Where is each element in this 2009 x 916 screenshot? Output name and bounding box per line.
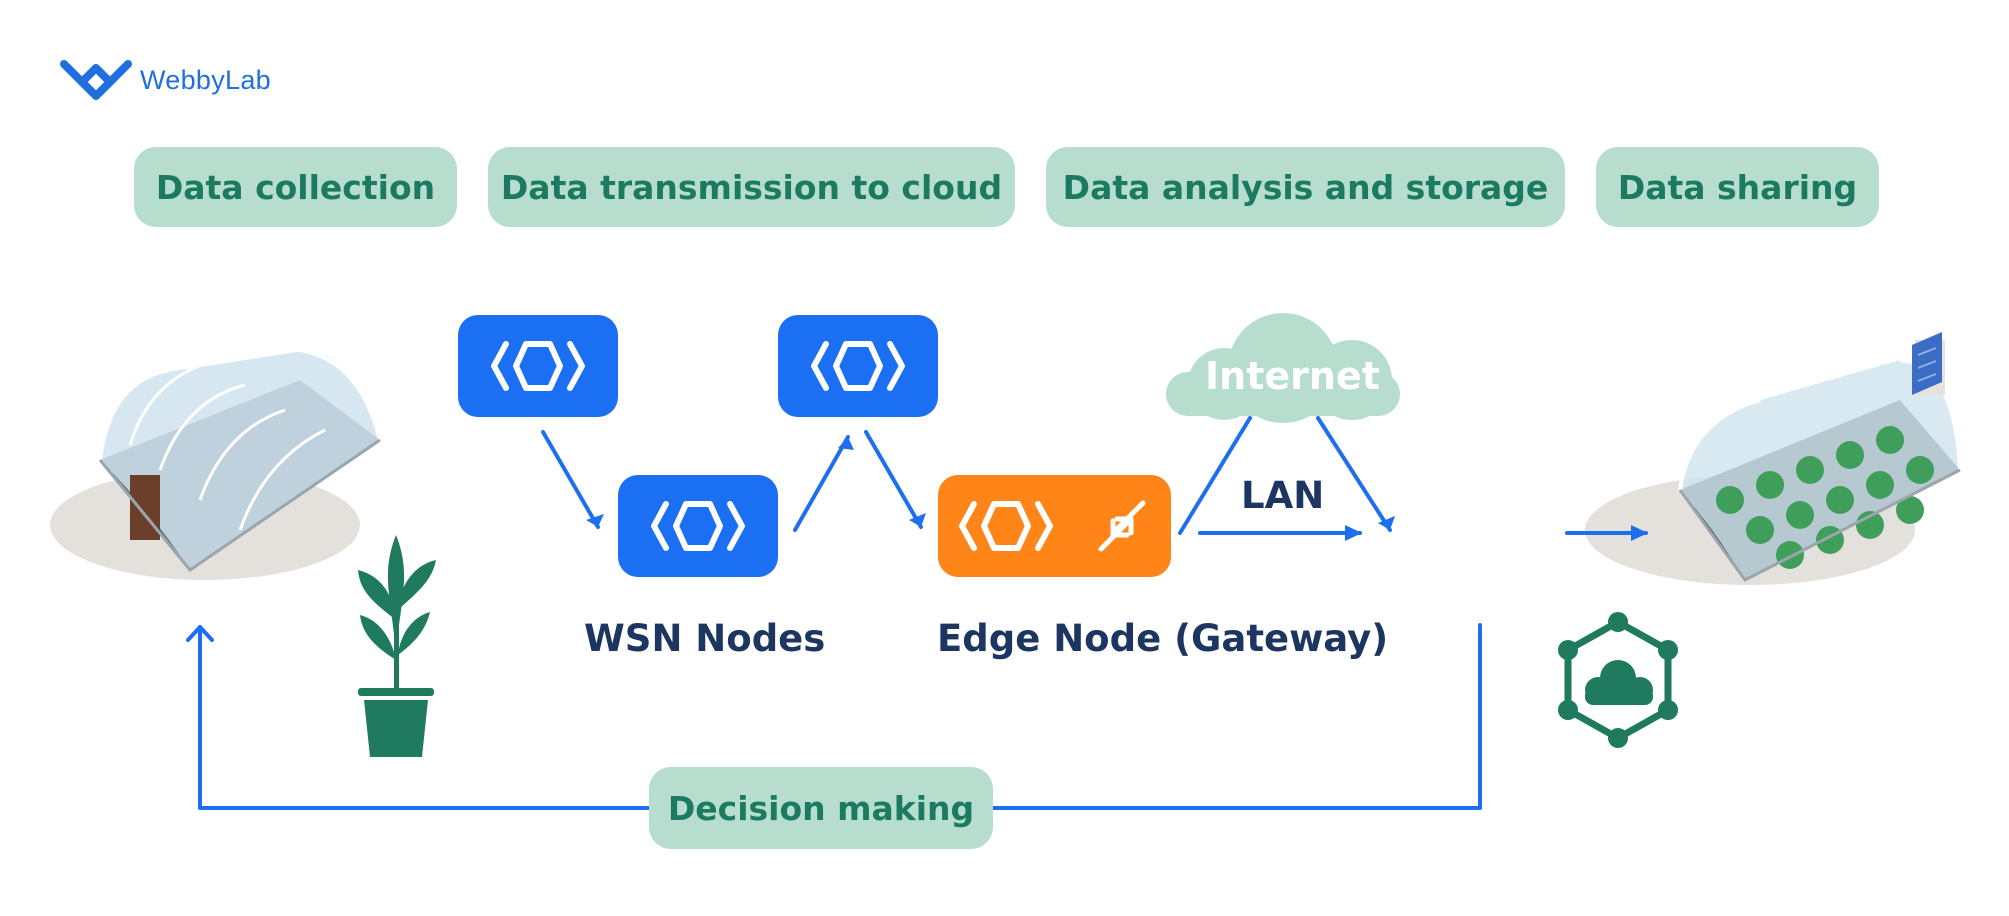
arrow-node2-to-gateway [864, 430, 923, 529]
swap-arrows-icon [1098, 500, 1146, 552]
stage-data-sharing: Data sharing [1596, 147, 1879, 227]
webbylab-logo-icon [60, 60, 132, 100]
code-hexagon-icon [491, 341, 585, 391]
code-hexagon-icon [811, 341, 905, 391]
edge-node-label: Edge Node (Gateway) [937, 617, 1389, 660]
brand-name: WebbyLab [140, 64, 271, 95]
lan-label: LAN [1241, 474, 1325, 517]
arrow-gateway-to-internet [1178, 416, 1252, 535]
code-hexagon-icon [651, 501, 745, 551]
arrow-node3-to-node2 [793, 435, 850, 532]
stage-data-analysis: Data analysis and storage [1046, 147, 1565, 227]
stage-data-transmission: Data transmission to cloud [488, 147, 1015, 227]
wsn-node-3 [618, 475, 778, 577]
edge-gateway-node [938, 475, 1171, 577]
wsn-node-1 [458, 315, 618, 417]
internet-label: Internet [1205, 354, 1380, 398]
feedback-arrowhead [186, 625, 214, 642]
wsn-nodes-label: WSN Nodes [584, 617, 826, 660]
decision-making-pill: Decision making [649, 767, 993, 849]
code-hexagon-icon [958, 501, 1053, 551]
webbylab-logo: WebbyLab [60, 58, 271, 102]
arrow-node1-to-node3 [541, 430, 600, 529]
arrow-internet-to-cloud [1316, 416, 1392, 532]
wsn-node-2 [778, 315, 938, 417]
stage-data-collection: Data collection [134, 147, 457, 227]
